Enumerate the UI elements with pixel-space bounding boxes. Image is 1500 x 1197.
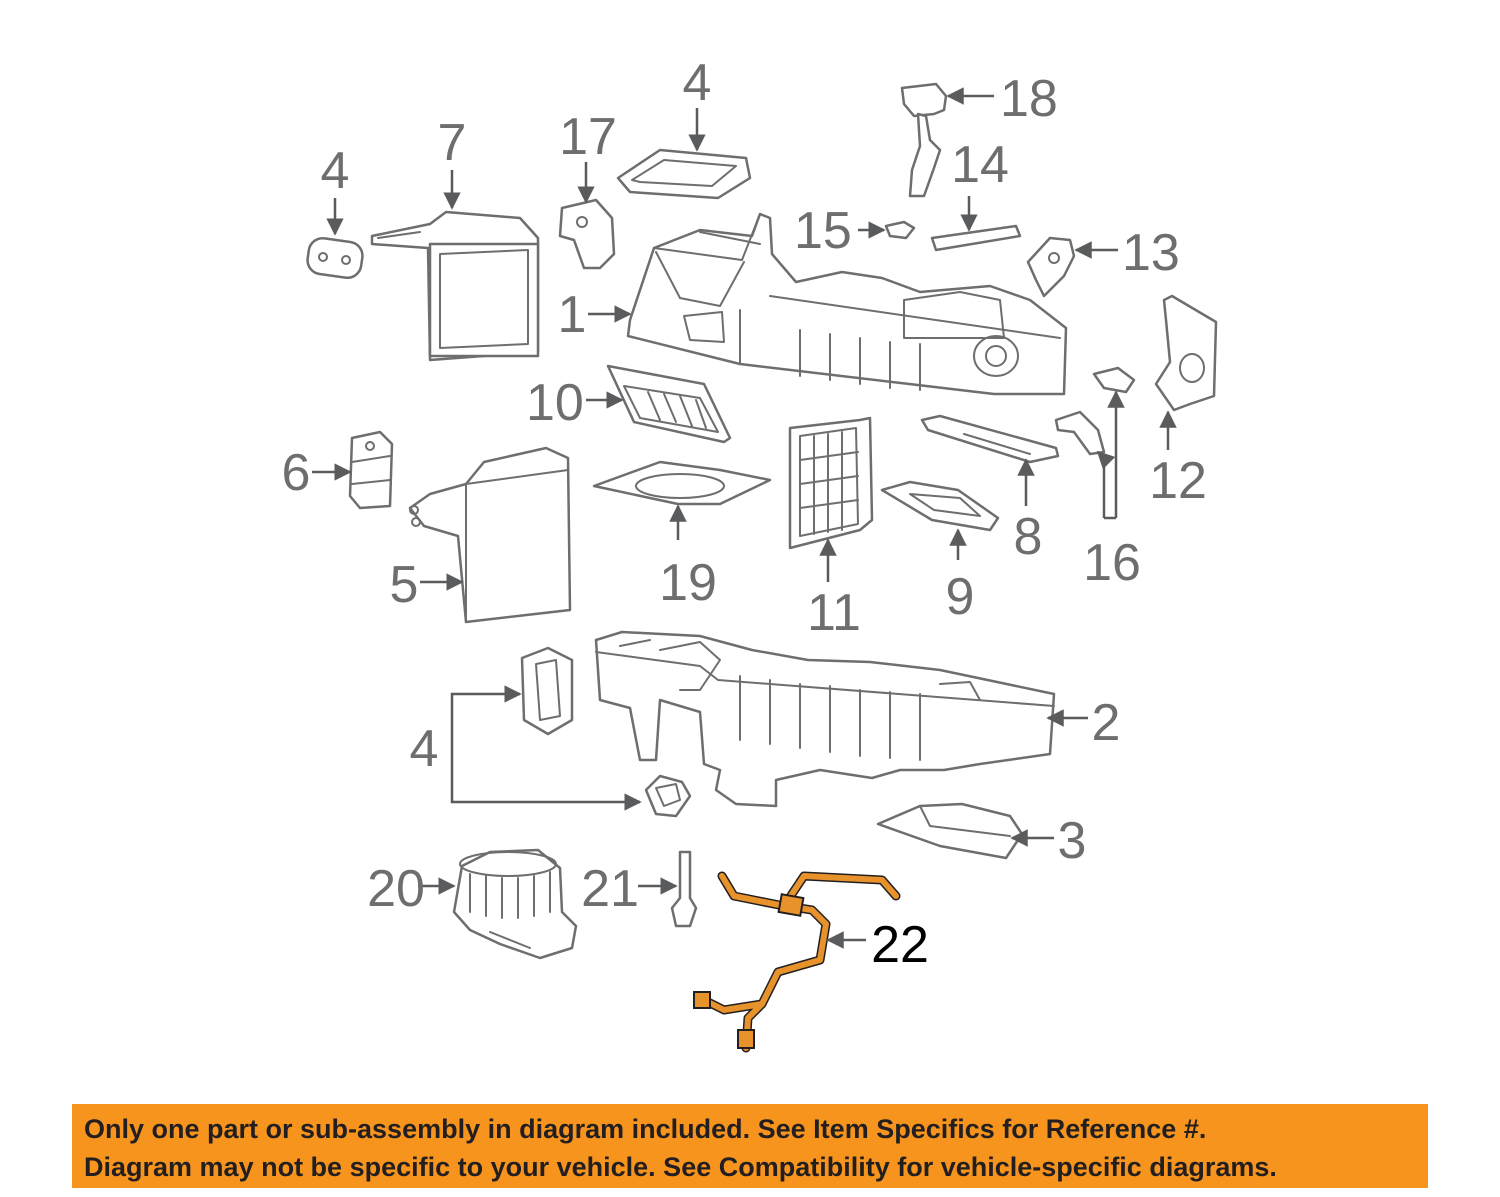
callout-5: 5: [390, 556, 419, 614]
part-12-duct: [1154, 294, 1218, 412]
callout-21: 21: [581, 860, 639, 918]
parts-diagram: 4 7 17 4 18 14 15 13 1 10 12 6 8 16 5 19…: [282, 54, 1218, 1053]
callout-12: 12: [1149, 452, 1207, 510]
callout-15: 15: [794, 202, 852, 260]
part-20-blower-motor: [452, 848, 578, 960]
callout-6: 6: [282, 444, 311, 502]
disclaimer-line-1: Only one part or sub-assembly in diagram…: [84, 1114, 1207, 1144]
callout-10: 10: [526, 374, 584, 432]
part-4-gasket-oval: [520, 646, 574, 736]
part-6-expansion-valve: [348, 430, 394, 510]
disclaimer-line-2: Diagram may not be specific to your vehi…: [84, 1152, 1277, 1182]
callout-11: 11: [807, 584, 861, 642]
part-10-filter-door: [606, 364, 732, 444]
part-21-sensor: [670, 850, 698, 928]
callout-18: 18: [1000, 70, 1058, 128]
callout-13: 13: [1122, 224, 1180, 282]
part-13-bracket: [1026, 236, 1076, 298]
part-5-evaporator: [408, 446, 572, 624]
part-11-cabin-filter: [788, 416, 874, 550]
callout-4-top: 4: [683, 54, 712, 112]
part-16-clips: [1054, 366, 1136, 456]
callout-2: 2: [1092, 694, 1121, 752]
callout-1: 1: [558, 286, 587, 344]
part-15-small-part: [884, 220, 916, 240]
callout-14: 14: [951, 136, 1009, 194]
part-1-housing-upper: [626, 212, 1068, 396]
callout-3: 3: [1058, 812, 1087, 870]
callout-8: 8: [1014, 508, 1043, 566]
part-18-actuator: [900, 82, 948, 198]
callout-19: 19: [659, 554, 717, 612]
part-22-wiring-harness: [693, 871, 901, 1053]
part-9-door: [880, 480, 1000, 532]
callout-20: 20: [367, 860, 425, 918]
leader-lines: [312, 87, 1177, 949]
part-19-panel: [592, 460, 772, 506]
callout-4-left: 4: [410, 720, 439, 778]
callout-17: 17: [559, 108, 617, 166]
part-17-bracket: [558, 198, 616, 270]
part-3-duct: [876, 802, 1024, 860]
callout-9: 9: [946, 568, 975, 626]
part-14-seal-strip: [930, 224, 1022, 252]
callout-7: 7: [438, 114, 467, 172]
part-4-grommet: [644, 774, 692, 818]
part-4-gasket-frame: [616, 148, 752, 200]
part-4-gasket-small: [306, 236, 364, 280]
part-8-seal-bar: [920, 414, 1060, 464]
part-2-housing-lower: [594, 630, 1056, 808]
part-7-heater-core: [370, 210, 540, 362]
callout-4-top-left: 4: [321, 142, 350, 200]
disclaimer-banner: Only one part or sub-assembly in diagram…: [72, 1104, 1428, 1188]
callout-16: 16: [1083, 534, 1141, 592]
callout-22: 22: [871, 916, 929, 974]
